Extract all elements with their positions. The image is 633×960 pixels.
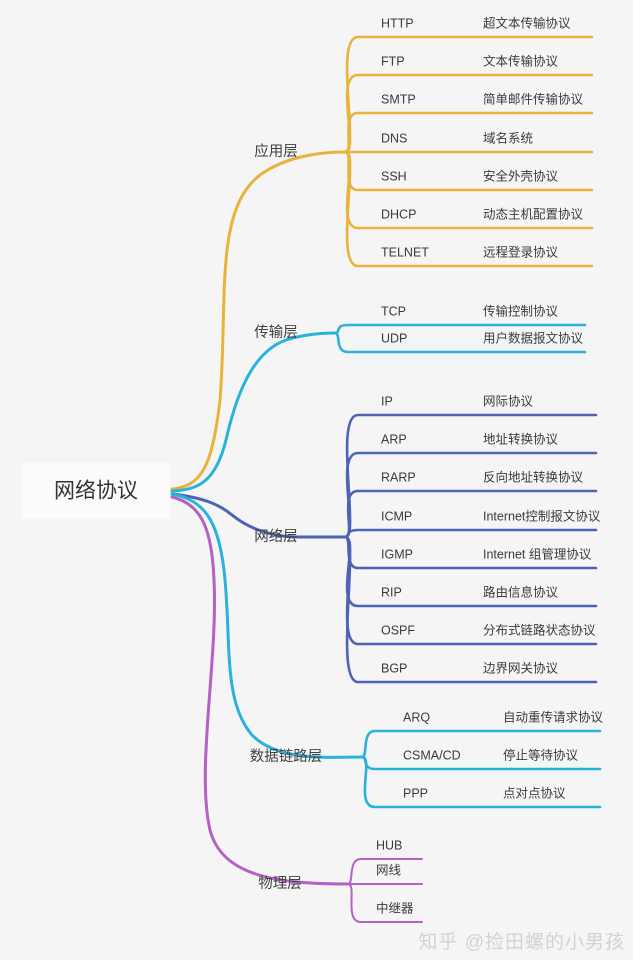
leaf-desc: 地址转换协议 — [483, 431, 559, 446]
leaf-desc: 网际协议 — [483, 393, 534, 408]
trunk-application — [170, 150, 347, 491]
root-node-box[interactable] — [22, 463, 170, 519]
leaf-desc: 路由信息协议 — [483, 584, 559, 599]
leaf-name: UDP — [381, 331, 407, 345]
leaf-name: RIP — [381, 585, 402, 599]
trunk-network — [171, 492, 347, 539]
leaf-name: FTP — [381, 54, 405, 68]
leaf-connector — [333, 331, 587, 354]
leaf-name: DHCP — [381, 207, 416, 221]
leaf-desc: 简单邮件传输协议 — [483, 91, 584, 106]
leaf-name: TELNET — [381, 245, 429, 259]
root-node-label: 网络协议 — [54, 480, 138, 503]
leaf-name: RARP — [381, 470, 416, 484]
leaf-name: SSH — [381, 169, 407, 183]
leaf-connector — [360, 755, 602, 809]
leaf-desc: 动态主机配置协议 — [483, 206, 584, 221]
leaf-desc: Internet 组管理协议 — [483, 546, 592, 561]
branch-connectors — [170, 35, 602, 923]
leaf-desc: Internet控制报文协议 — [483, 508, 601, 523]
leaf-connector — [347, 883, 423, 923]
leaf-desc: 安全外壳协议 — [483, 168, 559, 183]
leaf-desc: 停止等待协议 — [503, 747, 579, 762]
leaf-desc: 反向地址转换协议 — [483, 469, 584, 484]
leaf-connector — [343, 535, 598, 684]
leaf-name: DNS — [381, 131, 407, 145]
leaf-name: HTTP — [381, 16, 414, 30]
leaf-desc: 远程登录协议 — [483, 244, 559, 259]
leaf-name: IGMP — [381, 547, 413, 561]
leaf-name: HUB — [376, 838, 402, 852]
leaf-desc: 传输控制协议 — [483, 303, 559, 318]
leaf-desc: 域名系统 — [483, 130, 533, 145]
leaf-name: SMTP — [381, 92, 416, 106]
leaf-desc: 分布式链路状态协议 — [483, 622, 596, 637]
leaf-connector — [343, 451, 598, 539]
leaf-desc: 文本传输协议 — [483, 53, 559, 68]
layer-label-transport: 传输层 — [254, 324, 298, 341]
leaf-name: ARP — [381, 432, 407, 446]
zhihu-watermark: 知乎 @捡田螺的小男孩 — [418, 932, 625, 953]
leaf-name: OSPF — [381, 623, 415, 637]
trunk-transport — [170, 331, 337, 493]
leaf-name: 中继器 — [376, 900, 414, 915]
leaf-name: BGP — [381, 661, 407, 675]
trunk-datalink — [170, 492, 364, 759]
layer-label-physical: 物理层 — [258, 875, 302, 892]
leaf-name: ICMP — [381, 509, 412, 523]
layer-label-datalink: 数据链路层 — [250, 748, 323, 765]
leaf-connector — [343, 150, 594, 268]
leaf-name: PPP — [403, 786, 428, 800]
leaf-name: 网线 — [376, 863, 402, 877]
leaf-name: ARQ — [403, 710, 430, 724]
layer-label-application: 应用层 — [254, 142, 298, 160]
leaf-desc: 自动重传请求协议 — [503, 709, 604, 724]
leaf-desc: 边界网关协议 — [483, 660, 559, 675]
layer-label-network: 网络层 — [254, 528, 298, 545]
leaf-connector — [343, 111, 594, 154]
leaf-desc: 超文本传输协议 — [483, 15, 571, 30]
leaf-desc: 用户数据报文协议 — [483, 330, 584, 345]
leaf-name: IP — [381, 394, 393, 408]
leaf-name: TCP — [381, 304, 406, 318]
leaf-connector — [343, 528, 598, 539]
leaf-name: CSMA/CD — [403, 748, 461, 762]
leaf-desc: 点对点协议 — [503, 785, 566, 800]
trunk-physical — [170, 495, 350, 886]
mindmap-nodes: 网络协议 HTTP 超文本传输协议 FTP 文本传输协议 SMTP 简单邮件传输协议 DNS 域… — [22, 15, 604, 915]
